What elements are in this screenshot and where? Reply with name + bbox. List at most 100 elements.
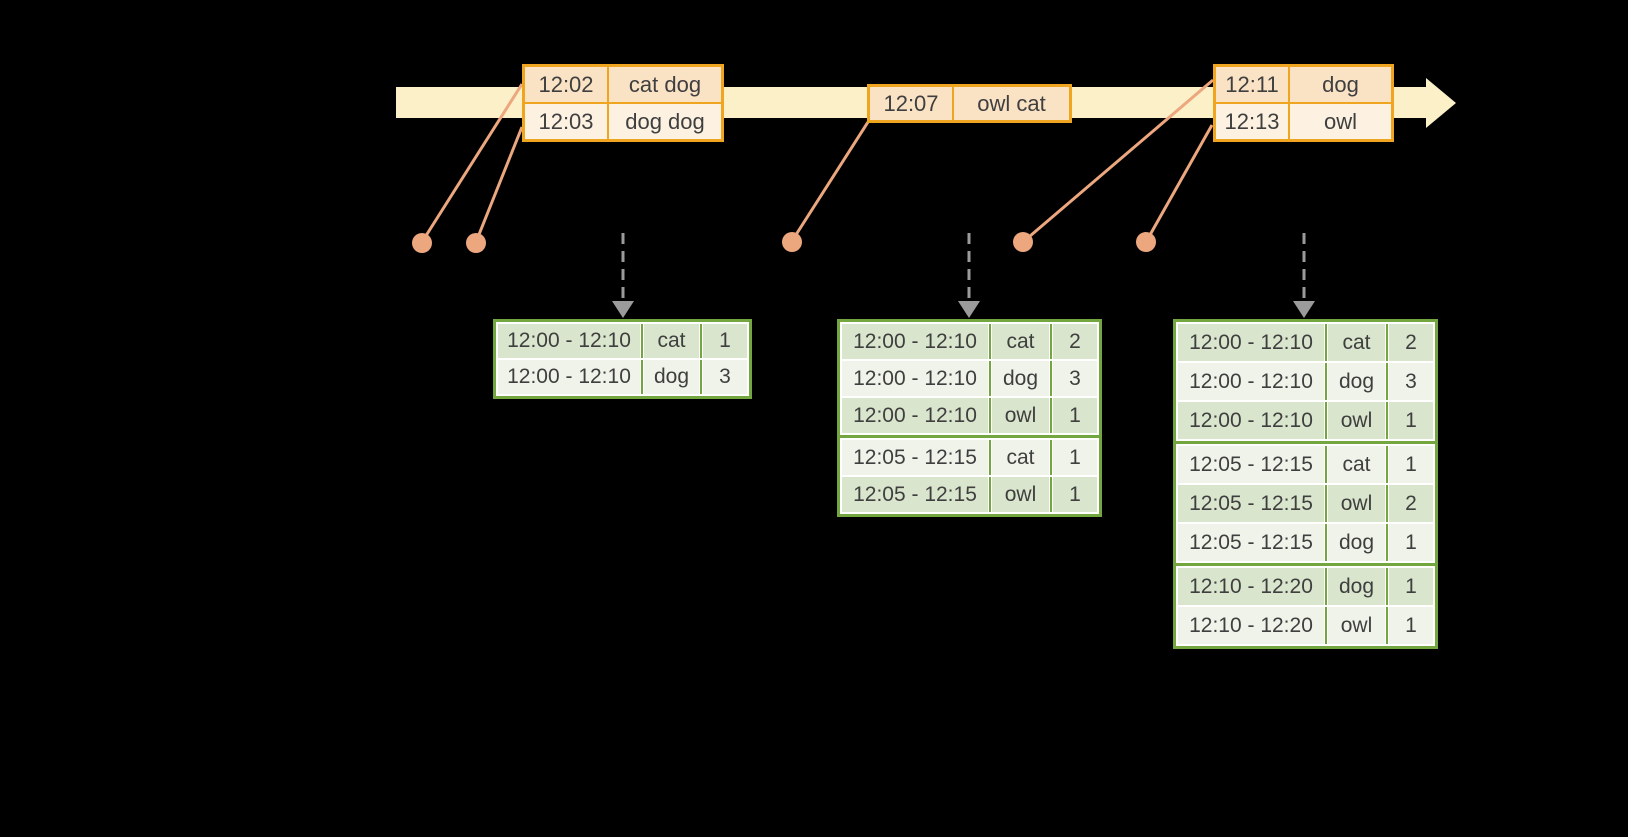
event-table-3: 12:11 dog 12:13 owl — [1213, 64, 1394, 142]
result-count: 1 — [1053, 477, 1097, 512]
result-row: 12:05 - 12:15 owl 1 — [842, 477, 1097, 512]
result-word: owl — [1328, 607, 1385, 644]
event-words: cat dog — [609, 67, 721, 102]
column-divider — [1050, 398, 1052, 433]
event-row: 12:11 dog — [1216, 67, 1391, 102]
event-dot-icon — [1136, 232, 1156, 252]
event-dot-icon — [1013, 232, 1033, 252]
result-word: cat — [1328, 324, 1385, 361]
event-words: owl — [1290, 104, 1391, 139]
result-count: 3 — [703, 360, 747, 394]
column-divider — [1386, 524, 1388, 561]
result-row: 12:00 - 12:10 owl 1 — [1178, 402, 1433, 439]
result-table-2: 12:00 - 12:10 cat 2 12:00 - 12:10 dog 3 … — [837, 319, 1102, 517]
result-window: 12:05 - 12:15 — [842, 440, 988, 475]
column-divider — [641, 360, 643, 394]
window-group-separator — [1176, 441, 1435, 444]
window-group-separator — [1176, 563, 1435, 566]
column-divider — [1325, 607, 1327, 644]
result-window: 12:00 - 12:10 — [498, 324, 640, 358]
arrowhead-icon — [958, 301, 980, 318]
result-count: 1 — [1389, 524, 1433, 561]
result-word: dog — [1328, 363, 1385, 400]
trigger-arrowheads — [612, 301, 1315, 318]
result-window: 12:05 - 12:15 — [842, 477, 988, 512]
event-row: 12:02 cat dog — [525, 67, 721, 102]
column-divider — [989, 324, 991, 359]
event-dot-icon — [466, 233, 486, 253]
column-divider — [1386, 446, 1388, 483]
result-count: 1 — [1389, 568, 1433, 605]
event-time: 12:11 — [1216, 67, 1288, 102]
event-dot-icon — [412, 233, 432, 253]
event-row: 12:07 owl cat — [870, 87, 1069, 120]
event-words: dog — [1290, 67, 1391, 102]
result-count: 1 — [1053, 398, 1097, 433]
column-divider — [1325, 446, 1327, 483]
event-row: 12:13 owl — [1216, 104, 1391, 139]
timeline-arrowhead-icon — [1426, 78, 1456, 128]
result-word: dog — [1328, 524, 1385, 561]
column-divider — [1325, 324, 1327, 361]
event-table-1: 12:02 cat dog 12:03 dog dog — [522, 64, 724, 142]
result-window: 12:00 - 12:10 — [498, 360, 640, 394]
result-word: dog — [644, 360, 699, 394]
result-window: 12:00 - 12:10 — [842, 324, 988, 359]
column-divider — [1050, 440, 1052, 475]
event-time: 12:07 — [870, 87, 952, 120]
column-divider — [700, 360, 702, 394]
result-count: 1 — [1389, 446, 1433, 483]
result-count: 2 — [1389, 324, 1433, 361]
event-time: 12:02 — [525, 67, 607, 102]
result-window: 12:05 - 12:15 — [1178, 446, 1324, 483]
column-divider — [989, 398, 991, 433]
result-word: dog — [992, 361, 1049, 396]
column-divider — [989, 361, 991, 396]
result-row: 12:00 - 12:10 cat 2 — [842, 324, 1097, 359]
column-divider — [1386, 607, 1388, 644]
column-divider — [1325, 524, 1327, 561]
trigger-arrows — [621, 233, 1306, 301]
result-row: 12:00 - 12:10 cat 1 — [498, 324, 747, 358]
column-divider — [1325, 568, 1327, 605]
result-row: 12:00 - 12:10 dog 3 — [498, 360, 747, 394]
result-window: 12:00 - 12:10 — [1178, 402, 1324, 439]
result-word: owl — [1328, 402, 1385, 439]
result-window: 12:10 - 12:20 — [1178, 568, 1324, 605]
column-divider — [989, 477, 991, 512]
column-divider — [1050, 361, 1052, 396]
result-count: 3 — [1389, 363, 1433, 400]
event-row: 12:03 dog dog — [525, 104, 721, 139]
result-row: 12:00 - 12:10 owl 1 — [842, 398, 1097, 433]
result-word: cat — [992, 324, 1049, 359]
event-dots — [412, 232, 1156, 253]
result-row: 12:05 - 12:15 cat 1 — [1178, 446, 1433, 483]
result-row: 12:10 - 12:20 dog 1 — [1178, 568, 1433, 605]
column-divider — [1386, 324, 1388, 361]
result-window: 12:00 - 12:10 — [1178, 324, 1324, 361]
event-time: 12:03 — [525, 104, 607, 139]
column-divider — [700, 324, 702, 358]
result-word: owl — [992, 477, 1049, 512]
result-count: 2 — [1389, 485, 1433, 522]
event-dot-icon — [782, 232, 802, 252]
column-divider — [989, 440, 991, 475]
connector-line — [790, 121, 870, 242]
event-table-2: 12:07 owl cat — [867, 84, 1072, 123]
event-words: dog dog — [609, 104, 721, 139]
result-count: 3 — [1053, 361, 1097, 396]
column-divider — [1386, 485, 1388, 522]
column-divider — [1050, 477, 1052, 512]
result-count: 1 — [1389, 607, 1433, 644]
result-window: 12:00 - 12:10 — [842, 398, 988, 433]
result-row: 12:00 - 12:10 cat 2 — [1178, 324, 1433, 361]
result-word: owl — [992, 398, 1049, 433]
result-row: 12:05 - 12:15 dog 1 — [1178, 524, 1433, 561]
result-window: 12:00 - 12:10 — [842, 361, 988, 396]
arrowhead-icon — [612, 301, 634, 318]
result-table-1: 12:00 - 12:10 cat 1 12:00 - 12:10 dog 3 — [493, 319, 752, 399]
result-word: owl — [1328, 485, 1385, 522]
result-count: 1 — [1389, 402, 1433, 439]
result-word: dog — [1328, 568, 1385, 605]
